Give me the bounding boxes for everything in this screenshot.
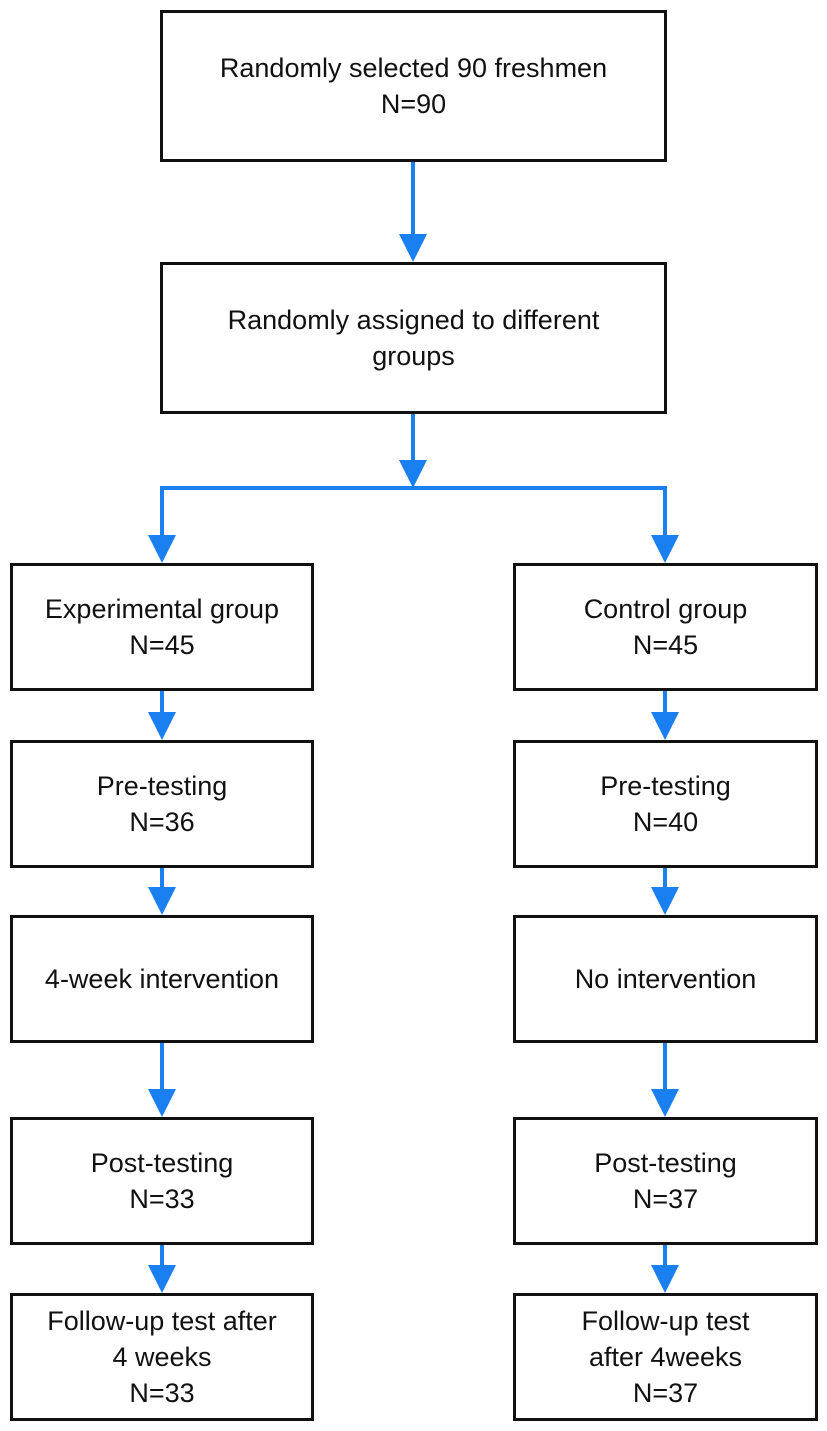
node-text: Pre-testing (96, 771, 228, 801)
node-randomly-selected: Randomly selected 90 freshmen N=90 (160, 10, 667, 162)
node-text: Post-testing (90, 1148, 234, 1178)
arrowhead-fu-e (148, 1265, 176, 1293)
node-experimental-post-testing: Post-testing N=33 (10, 1117, 314, 1245)
node-count: N=40 (632, 807, 699, 837)
node-text: 4 weeks (112, 1342, 212, 1372)
arrowhead-int-e (148, 887, 176, 915)
node-experimental-pre-testing: Pre-testing N=36 (10, 740, 314, 868)
node-text: Control group (583, 594, 748, 624)
node-count: N=37 (632, 1378, 699, 1408)
node-text: Pre-testing (600, 771, 731, 801)
node-control-post-testing: Post-testing N=37 (513, 1117, 818, 1245)
node-control-no-intervention: No intervention (513, 915, 818, 1043)
arrowhead-pre-e (148, 712, 176, 740)
node-experimental-group: Experimental group N=45 (10, 563, 314, 691)
node-count: N=90 (380, 89, 447, 119)
node-count: N=45 (632, 630, 699, 660)
node-count: N=36 (129, 807, 195, 837)
node-text: after 4weeks (588, 1342, 743, 1372)
node-text: Follow-up test (581, 1306, 750, 1336)
node-text: Randomly selected 90 freshmen (219, 53, 608, 83)
arrowhead-fu-c (651, 1265, 679, 1293)
node-experimental-follow-up: Follow-up test after 4 weeks N=33 (10, 1293, 314, 1421)
split-connector (160, 486, 667, 540)
node-text: 4-week intervention (44, 964, 280, 994)
node-experimental-intervention: 4-week intervention (10, 915, 314, 1043)
node-text: Post-testing (594, 1148, 737, 1178)
node-control-follow-up: Follow-up test after 4weeks N=37 (513, 1293, 818, 1421)
arrowhead-int-c (651, 887, 679, 915)
node-text: Follow-up test after (47, 1306, 277, 1336)
node-count: N=37 (632, 1184, 699, 1214)
node-text: Randomly assigned to different (227, 305, 600, 335)
node-count: N=45 (129, 630, 195, 660)
node-text: groups (372, 341, 455, 371)
arrowhead-assign (399, 234, 427, 262)
arrowhead-post-e (148, 1089, 176, 1117)
node-text: No intervention (574, 964, 757, 994)
node-count: N=33 (129, 1184, 195, 1214)
node-randomly-assigned: Randomly assigned to different groups (160, 262, 667, 414)
node-text: Experimental group (44, 594, 280, 624)
arrowhead-pre-c (651, 712, 679, 740)
arrowhead-split-center (399, 460, 427, 488)
arrowhead-ctrl (651, 535, 679, 563)
arrowhead-post-c (651, 1089, 679, 1117)
node-control-group: Control group N=45 (513, 563, 818, 691)
arrowhead-exp (148, 535, 176, 563)
node-control-pre-testing: Pre-testing N=40 (513, 740, 818, 868)
node-count: N=33 (129, 1378, 195, 1408)
